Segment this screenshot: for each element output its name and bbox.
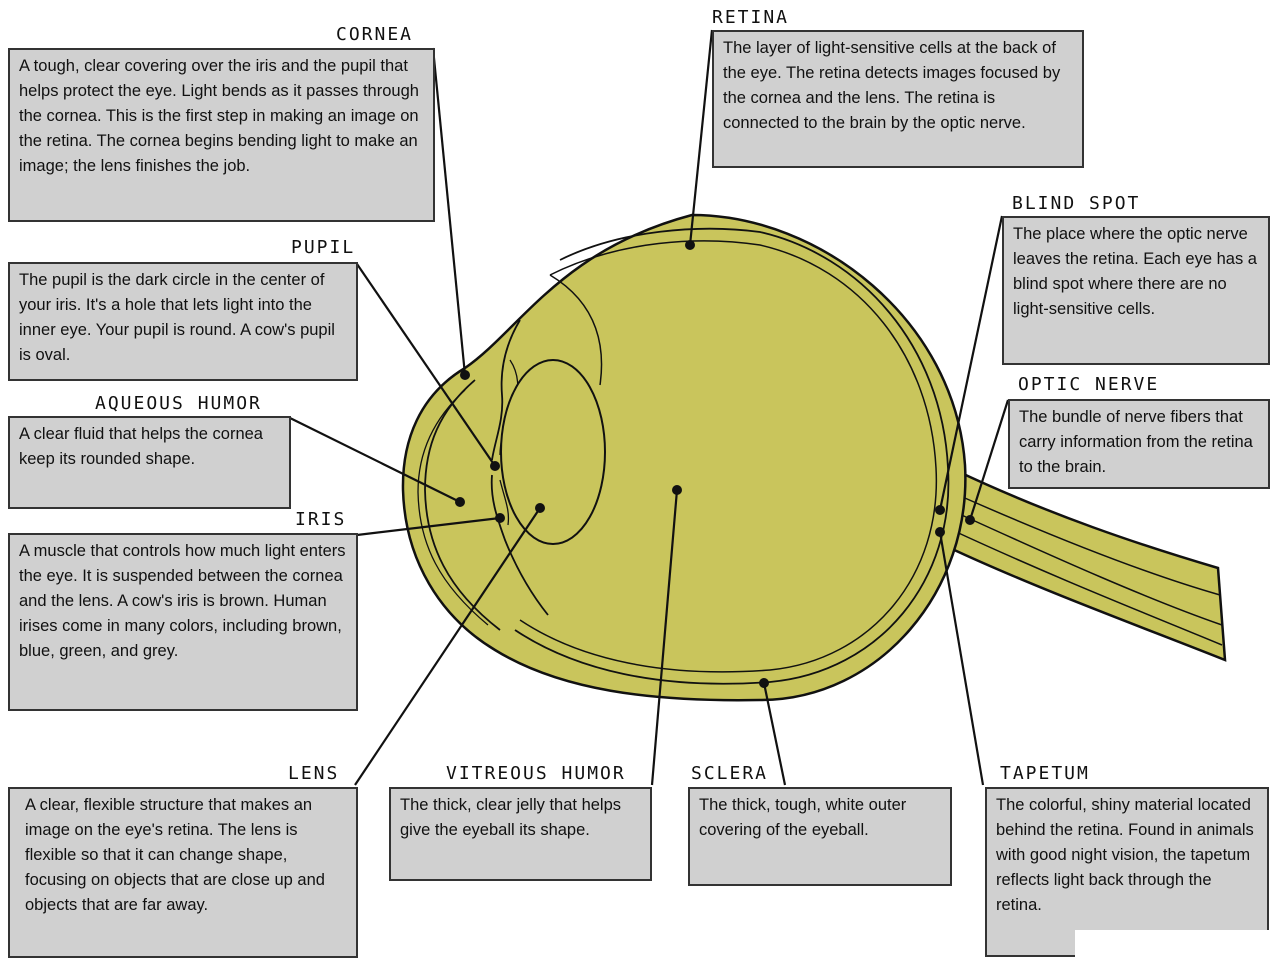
blind-spot-description: The place where the optic nerve leaves t… — [1002, 216, 1270, 365]
optic-nerve-shape — [950, 470, 1225, 660]
optic-nerve-label: OPTIC NERVE — [1018, 375, 1159, 395]
retina-label: RETINA — [712, 8, 789, 28]
pupil-description: The pupil is the dark circle in the cent… — [8, 262, 358, 381]
cornea-label: CORNEA — [336, 25, 413, 45]
lens-shape — [501, 360, 605, 544]
sclera-label: SCLERA — [691, 764, 768, 784]
blank-corner — [1075, 930, 1283, 961]
iris-description: A muscle that controls how much light en… — [8, 533, 358, 711]
pupil-label: PUPIL — [291, 238, 355, 258]
lens-description: A clear, flexible structure that makes a… — [8, 787, 358, 958]
sclera-description: The thick, tough, white outer covering o… — [688, 787, 952, 886]
eyeball-sclera — [403, 215, 965, 700]
vitreous-humor-label: VITREOUS HUMOR — [446, 764, 626, 784]
aqueous-humor-description: A clear fluid that helps the cornea keep… — [8, 416, 291, 509]
tapetum-label: TAPETUM — [1000, 764, 1090, 784]
iris-label: IRIS — [295, 510, 346, 530]
retina-description: The layer of light-sensitive cells at th… — [712, 30, 1084, 168]
optic-nerve-description: The bundle of nerve fibers that carry in… — [1008, 399, 1270, 489]
lens-label: LENS — [288, 764, 339, 784]
blind-spot-label: BLIND SPOT — [1012, 194, 1140, 214]
cornea-description: A tough, clear covering over the iris an… — [8, 48, 435, 222]
aqueous-humor-label: AQUEOUS HUMOR — [95, 394, 262, 414]
vitreous-humor-description: The thick, clear jelly that helps give t… — [389, 787, 652, 881]
